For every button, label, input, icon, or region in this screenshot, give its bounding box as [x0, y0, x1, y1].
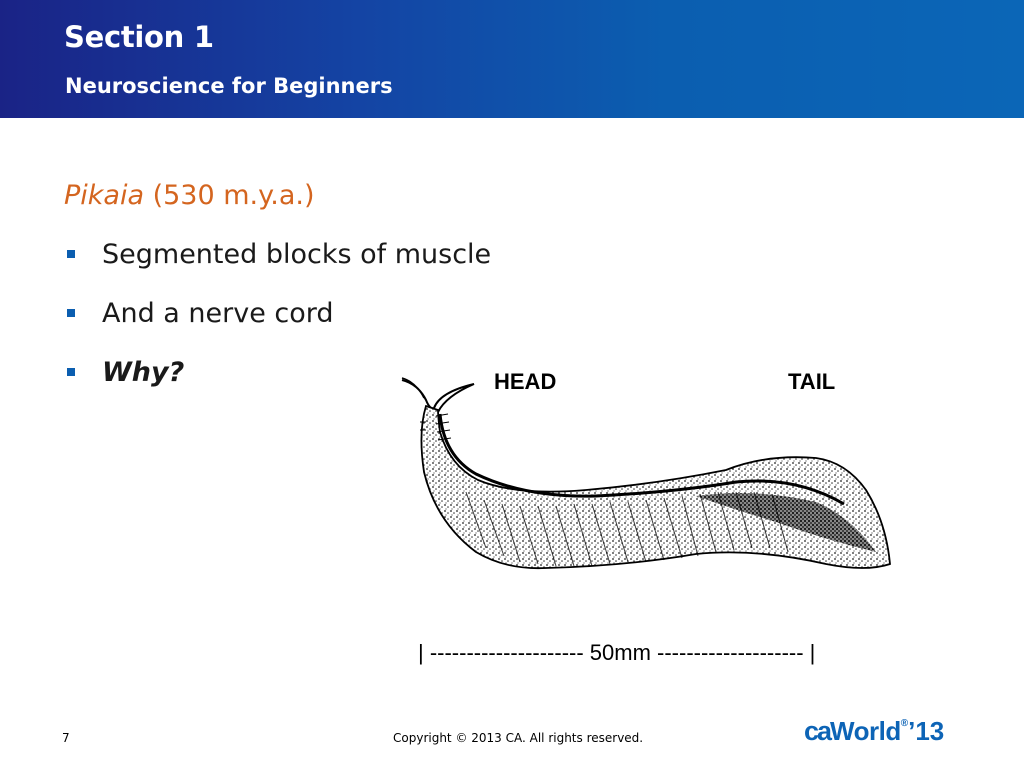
logo-registered: ®: [900, 718, 909, 729]
logo-ca: ca: [804, 716, 832, 746]
scale-bar-label: | --------------------- 50mm -----------…: [418, 640, 816, 665]
heading-date: (530 m.y.a.): [144, 180, 315, 211]
bullet-text: Segmented blocks of muscle: [102, 239, 492, 270]
pikaia-fossil-icon: [401, 377, 891, 570]
bullet-square-icon: [67, 368, 75, 376]
tail-label: TAIL: [788, 369, 836, 394]
section-title: Section 1: [64, 20, 214, 54]
logo-world: World: [830, 716, 901, 746]
copyright-text: Copyright © 2013 CA. All rights reserved…: [393, 731, 644, 745]
ca-world-logo: caWorld®’13: [804, 716, 944, 748]
bullet-list: Segmented blocks of muscle And a nerve c…: [64, 236, 491, 413]
bullet-text: And a nerve cord: [102, 298, 334, 329]
bullet-item: Segmented blocks of muscle: [64, 236, 491, 295]
slide-heading: Pikaia (530 m.y.a.): [64, 180, 315, 211]
slide-header: Section 1 Neuroscience for Beginners: [0, 0, 1024, 118]
page-number: 7: [62, 731, 70, 745]
bullet-item: And a nerve cord: [64, 295, 491, 354]
bullet-item: Why?: [64, 354, 491, 413]
bullet-text: Why?: [102, 357, 185, 388]
bullet-square-icon: [67, 309, 75, 317]
head-label: HEAD: [494, 369, 557, 394]
bullet-square-icon: [67, 250, 75, 258]
logo-year: ’13: [908, 716, 945, 746]
section-subtitle: Neuroscience for Beginners: [65, 74, 393, 98]
heading-species-name: Pikaia: [64, 180, 145, 211]
